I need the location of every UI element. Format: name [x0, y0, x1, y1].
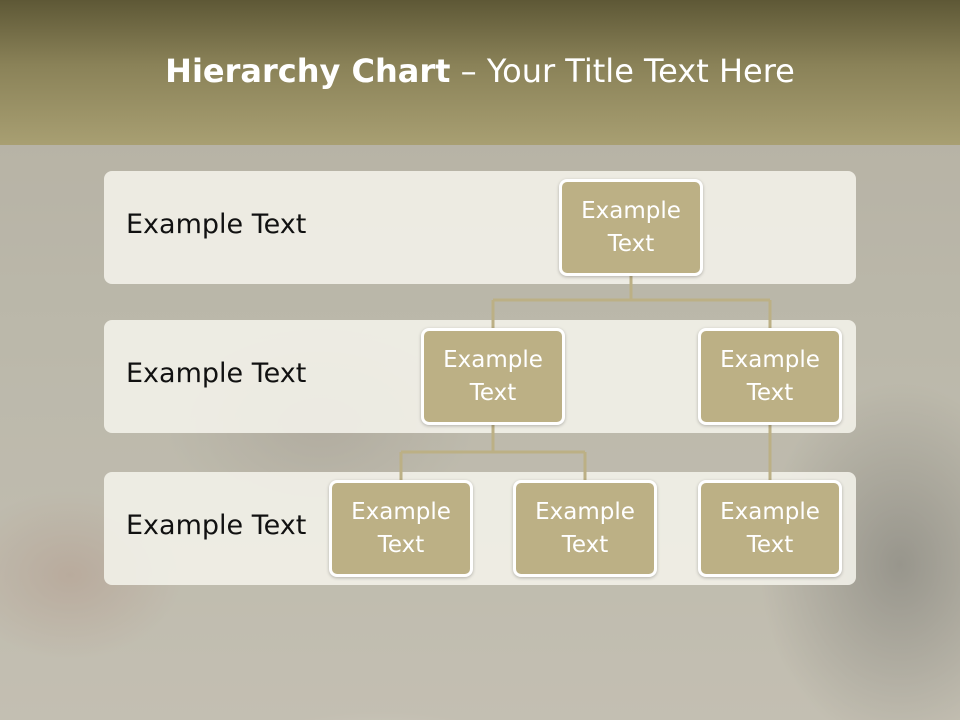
node-grandchild-2[interactable]: Example Text — [513, 480, 657, 577]
node-grandchild-1[interactable]: Example Text — [329, 480, 473, 577]
node-child-right[interactable]: Example Text — [698, 328, 842, 425]
title-bold: Hierarchy Chart — [165, 52, 451, 90]
title-rest: – Your Title Text Here — [450, 52, 795, 90]
node-grandchild-3[interactable]: Example Text — [698, 480, 842, 577]
node-root[interactable]: Example Text — [559, 179, 703, 276]
node-child-left[interactable]: Example Text — [421, 328, 565, 425]
title-bar: Hierarchy Chart – Your Title Text Here — [0, 0, 960, 145]
level-band-1: Example Text — [104, 171, 856, 284]
level-label-3: Example Text — [126, 510, 307, 541]
slide-title: Hierarchy Chart – Your Title Text Here — [0, 52, 960, 90]
level-label-1: Example Text — [126, 209, 307, 240]
level-label-2: Example Text — [126, 358, 307, 389]
